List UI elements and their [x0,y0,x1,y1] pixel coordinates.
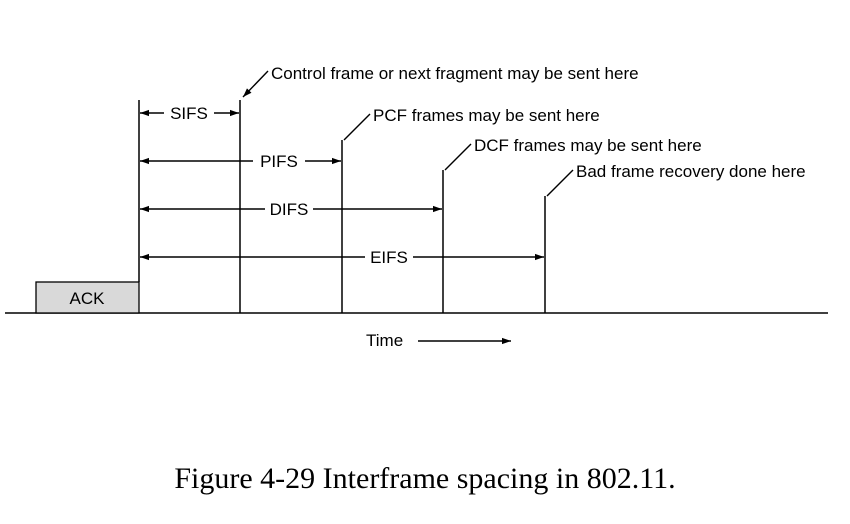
ack-frame-box [35,281,140,314]
ack-label: ACK [70,289,106,308]
control-frame-leader [242,70,269,98]
time-label: Time [366,331,403,350]
bad-frame-leader [546,169,574,197]
sifs-label: SIFS [170,104,208,123]
pcf-frames-annotation: PCF frames may be sent here [373,106,600,125]
pifs-label: PIFS [260,152,298,171]
figure-caption: Figure 4-29 Interframe spacing in 802.11… [174,462,676,495]
eifs-label: EIFS [370,248,408,267]
dcf-frames-annotation: DCF frames may be sent here [474,136,702,155]
bad-frame-annotation: Bad frame recovery done here [576,162,806,181]
difs-label: DIFS [270,200,309,219]
dcf-frames-leader [444,143,472,171]
pcf-frames-leader [343,113,371,141]
control-frame-annotation: Control frame or next fragment may be se… [271,64,639,83]
